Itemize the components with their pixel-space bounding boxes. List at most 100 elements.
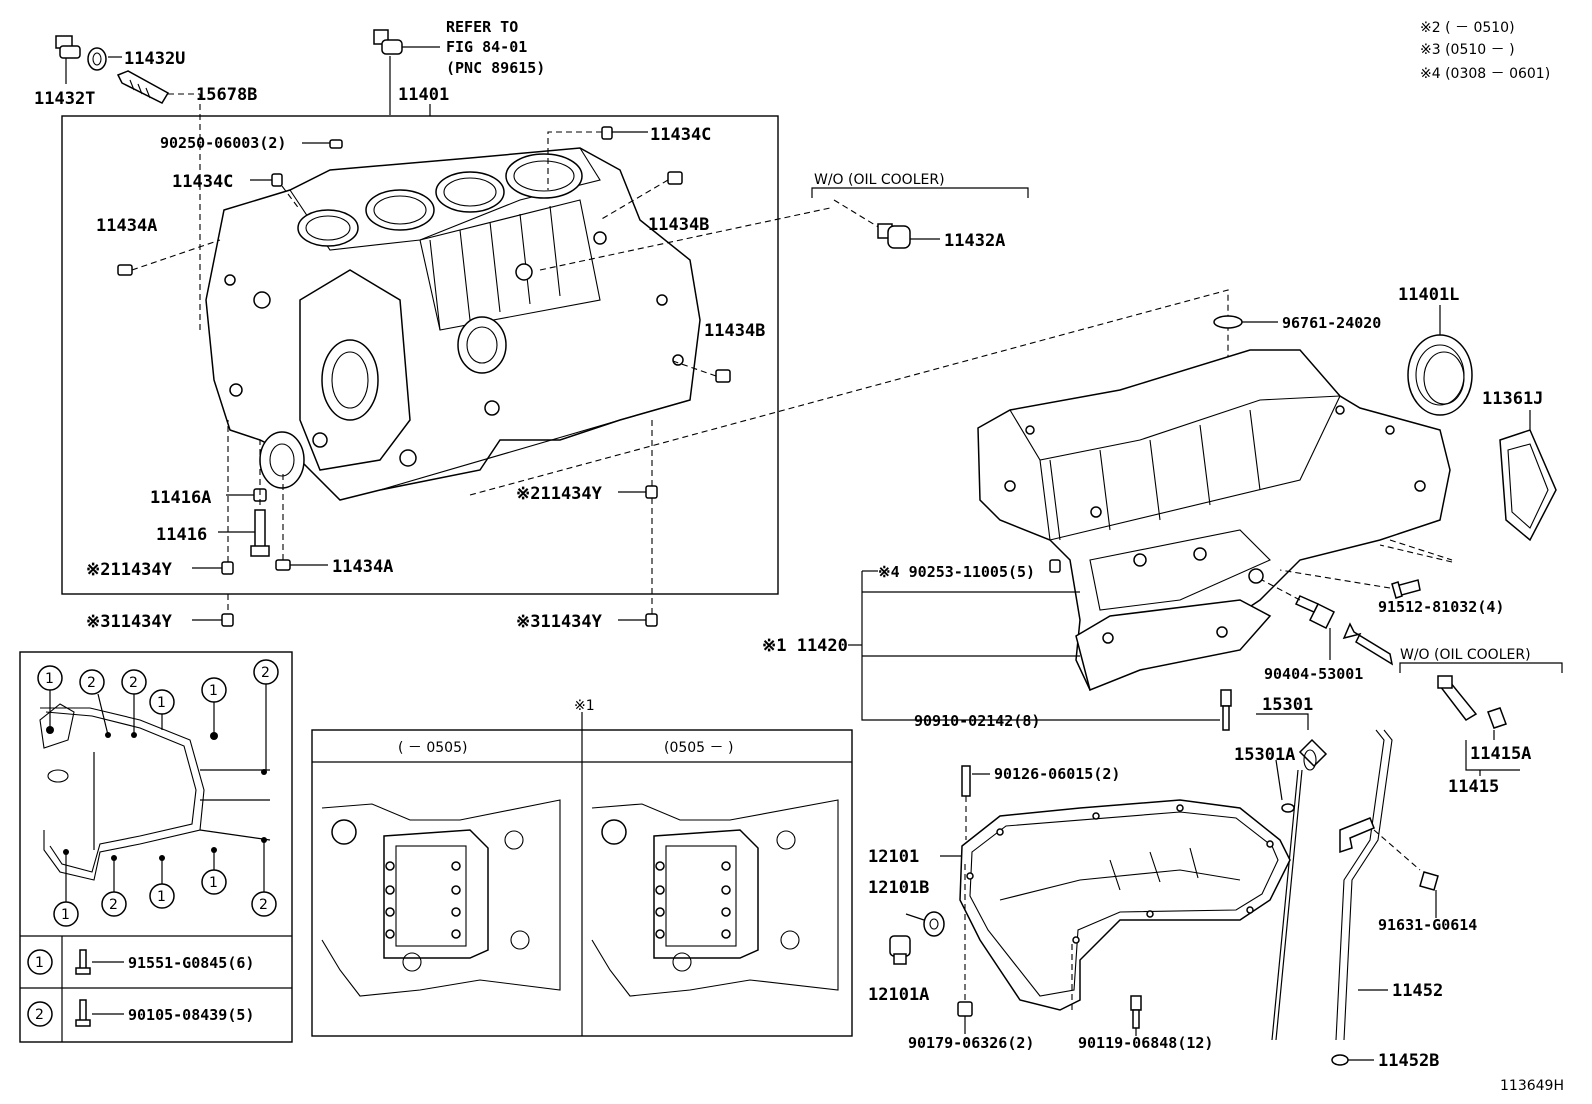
bracket-11420: [848, 559, 1220, 721]
refer-line-3: (PNC 89615): [446, 59, 545, 77]
gasket-callouts: 1 2 2 1 1 2 1 2 1 1 2: [37, 659, 279, 927]
plug-11434C-left: [250, 173, 301, 211]
callout-circle: 1: [37, 665, 63, 730]
gasket-inset-frame: [19, 651, 293, 1043]
plug-11434Y-c: [618, 420, 658, 499]
plug-12101A: [889, 935, 911, 965]
plug-11434Y-b: [192, 594, 234, 627]
sensor-refer-89615: [373, 29, 440, 115]
inset-marker: ※1: [574, 698, 595, 714]
label-11361J: 11361J: [1482, 389, 1543, 409]
variant-right-drawing: [591, 799, 839, 997]
label-90910: 90910-02142(8): [914, 712, 1040, 730]
plug-11434Y-a: [192, 420, 234, 575]
label-11434A-left: 11434A: [96, 216, 157, 236]
label-11432A: 11432A: [944, 231, 1005, 251]
callout-circle: 2: [251, 840, 277, 917]
label-11415A: 11415A: [1470, 744, 1531, 764]
label-12101A: 12101A: [868, 985, 929, 1005]
label-11434B-top: 11434B: [648, 215, 709, 235]
label-11415: 11415: [1448, 777, 1499, 797]
legend-symbol-1: 1: [35, 955, 44, 971]
stud-90126: [961, 765, 990, 840]
bolt-90910: [1220, 689, 1232, 731]
bolt-90119: [1071, 940, 1142, 1036]
nut-90179: [957, 860, 973, 1034]
label-11432T: 11432T: [34, 89, 95, 109]
bolt-91631: [1419, 871, 1439, 918]
label-90119: 90119-06848(12): [1078, 1034, 1213, 1052]
bolt-11416: [218, 440, 270, 557]
callout-circle: 1: [201, 850, 227, 895]
label-15301: 15301: [1262, 695, 1313, 715]
svg-text:1: 1: [209, 875, 218, 891]
label-11416: 11416: [156, 525, 207, 545]
label-11434Y-d: ※311434Y: [516, 612, 603, 632]
label-11434A-bottom: 11434A: [332, 557, 393, 577]
label-wo-oil-cooler-top: W/O (OIL COOLER): [814, 172, 945, 188]
gasket-11361J: [1499, 410, 1557, 542]
svg-text:2: 2: [109, 897, 118, 913]
label-11434C-top: 11434C: [650, 125, 711, 145]
legend-row-1: 1 91551-G0845(6): [27, 949, 254, 975]
dipstick-15301: [1256, 713, 1328, 1041]
callout-circle: 2: [101, 858, 127, 917]
label-90250: 90250-06003(2): [160, 134, 286, 152]
note-3: ※3 (0510 － ): [1420, 42, 1515, 58]
svg-text:1: 1: [209, 683, 218, 699]
label-11434C-left: 11434C: [172, 172, 233, 192]
svg-text:2: 2: [259, 897, 268, 913]
diagram-id: 113649H: [1500, 1078, 1564, 1094]
label-90179: 90179-06326(2): [908, 1034, 1034, 1052]
label-11434Y-c: ※211434Y: [516, 484, 603, 504]
label-11401: 11401: [398, 85, 449, 105]
gasket-12101B: [905, 911, 945, 937]
label-96761: 96761-24020: [1282, 314, 1381, 332]
svg-text:2: 2: [129, 675, 138, 691]
label-11452B: 11452B: [1378, 1051, 1439, 1071]
label-11434Y-a: ※211434Y: [86, 560, 173, 580]
plug-11415: [1399, 662, 1563, 776]
callout-circle: 2: [253, 659, 279, 772]
note-2: ※2 ( － 0510): [1420, 20, 1515, 36]
legend-part-1: 91551-G0845(6): [128, 954, 254, 972]
callout-circle: 1: [149, 858, 175, 909]
inset-right-range: (0505 － ): [664, 740, 733, 756]
label-11416A: 11416A: [150, 488, 211, 508]
label-91631: 91631-G0614: [1378, 916, 1477, 934]
svg-text:2: 2: [261, 665, 270, 681]
label-wo-oil-cooler-right: W/O (OIL COOLER): [1400, 647, 1531, 663]
legend-symbol-2: 2: [35, 1007, 44, 1023]
inset-left-range: ( － 0505): [398, 740, 467, 756]
drain-plug-11432T: [55, 35, 81, 84]
note-4: ※4 (0308 － 0601): [1420, 66, 1550, 82]
plug-11434C-top: [547, 126, 648, 190]
refer-line-2: FIG 84-01: [446, 38, 527, 56]
callout-circle: 1: [53, 852, 79, 927]
cylinder-block-frame: [61, 115, 779, 595]
label-11401L: 11401L: [1398, 285, 1459, 305]
callout-circle: 2: [121, 669, 147, 735]
label-11434Y-b: ※311434Y: [86, 612, 173, 632]
callout-circle: 2: [79, 669, 109, 736]
svg-text:1: 1: [45, 671, 54, 687]
label-90253: ※4 90253-11005(5): [878, 563, 1035, 581]
callout-circle: 1: [149, 689, 175, 730]
leader-gasket-dash: [1379, 544, 1453, 563]
pin-11434A-left: [117, 239, 221, 276]
plug-11432A: [811, 187, 1029, 249]
pin-90250: [302, 139, 343, 149]
label-11432U: 11432U: [124, 49, 185, 69]
svg-text:1: 1: [61, 907, 70, 923]
label-11452: 11452: [1392, 981, 1443, 1001]
label-90404: 90404-53001: [1264, 665, 1363, 683]
svg-text:1: 1: [157, 889, 166, 905]
callout-circle: 1: [201, 677, 227, 736]
variant-left-drawing: [321, 799, 561, 997]
pin-11434B-top: [599, 171, 683, 221]
bolt-15678B: [116, 70, 201, 330]
gasket-outline: [39, 703, 271, 881]
leader-seal-housing: [1389, 539, 1453, 561]
